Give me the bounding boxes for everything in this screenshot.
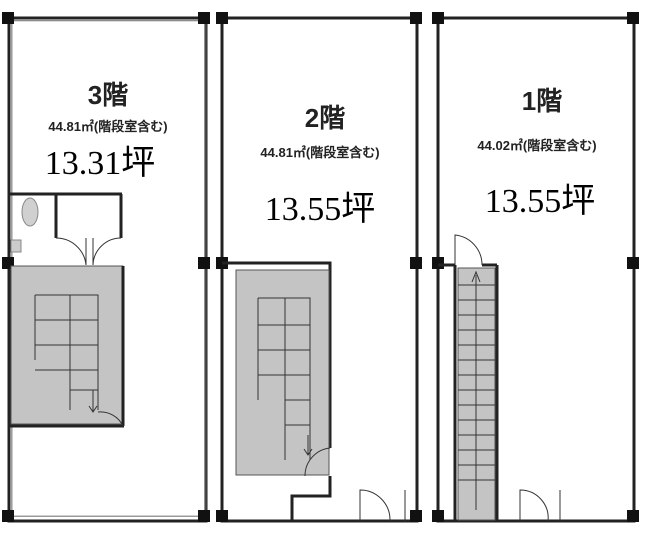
floor-2-plan: 2階 44.81㎡(階段室含む) 13.55坪: [216, 12, 422, 523]
floor-1-name: 1階: [522, 86, 562, 116]
floor-2-tsubo: 13.55坪: [265, 191, 376, 228]
floor-3-area: 44.81㎡(階段室含む): [48, 119, 167, 134]
floor-3-name: 3階: [88, 80, 128, 110]
floor-2-outline: [220, 16, 419, 523]
floor-1-tsubo: 13.55坪: [485, 183, 596, 220]
staircase: [235, 269, 330, 476]
floor-1-plan: 1階 44.02㎡(階段室含む) 13.55坪: [432, 12, 639, 523]
sink-icon: [10, 239, 22, 253]
floor-3-tsubo: 13.31坪: [45, 145, 156, 182]
toilet-icon: [21, 197, 39, 227]
floor-1-area: 44.02㎡(階段室含む): [477, 138, 596, 153]
floor-3-plan: 3階 44.81㎡(階段室含む) 13.31坪: [2, 12, 210, 523]
floor-2-area: 44.81㎡(階段室含む): [260, 145, 379, 160]
floor-2-name: 2階: [305, 103, 345, 133]
floor-1-outline: [436, 16, 636, 523]
